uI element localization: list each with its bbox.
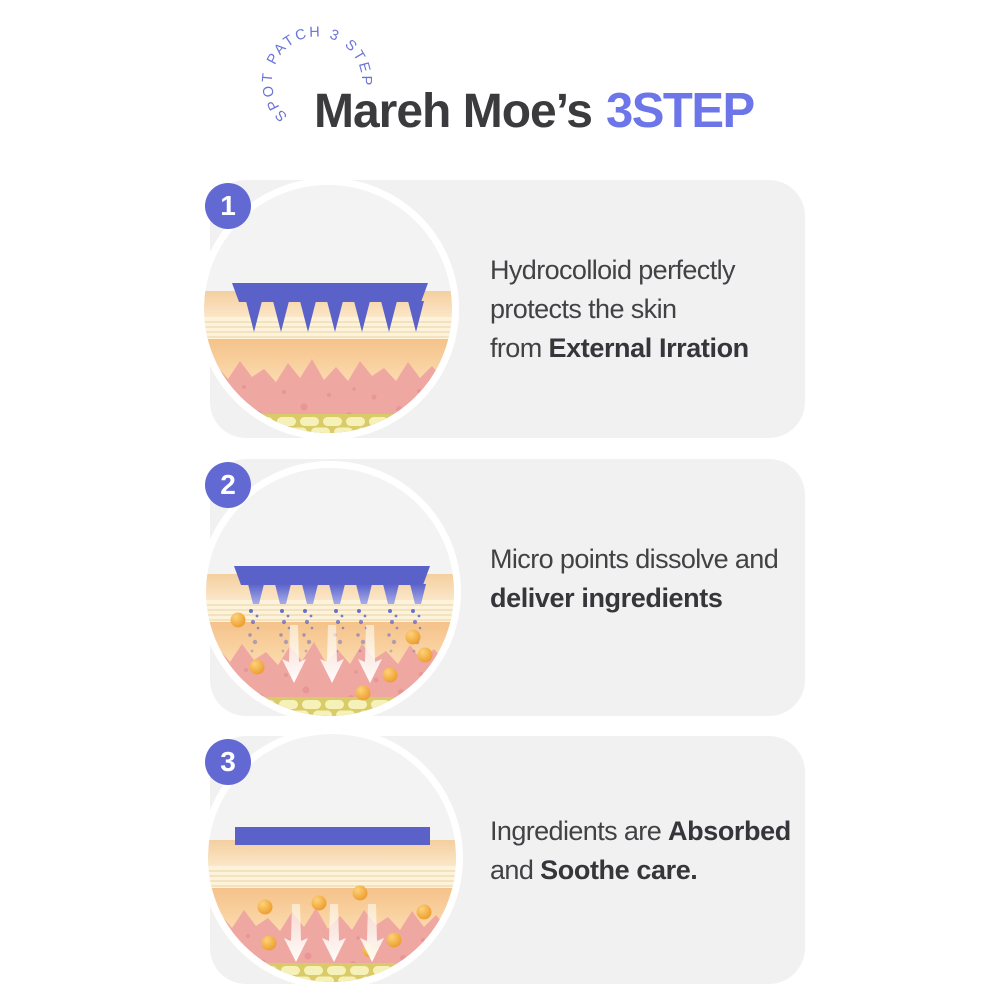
description-line: and Soothe care. (490, 851, 793, 890)
patch-bar (232, 283, 428, 302)
text-run: protects the skin (490, 293, 677, 324)
ingredient-bead (355, 685, 371, 701)
description-line: Ingredients are Absorbed (490, 812, 793, 851)
absorption-arrow-icon (358, 625, 382, 683)
dissolving-needle (410, 584, 426, 604)
ingredient-bead (382, 667, 398, 683)
micro-needle (246, 301, 262, 332)
micro-needle (354, 301, 370, 332)
dissolving-needle (302, 584, 318, 604)
step-card-3: 3 Ingredients are Absorbed and Soothe ca… (205, 734, 805, 984)
step-number-badge: 1 (205, 183, 251, 229)
step-number-badge: 3 (205, 739, 251, 785)
absorption-arrow-icon (282, 625, 306, 683)
ingredient-bead (416, 904, 432, 920)
arc-caption: SPOT PATCH 3 STEP (260, 24, 372, 124)
text-run-bold: External Irration (548, 332, 750, 363)
dissolving-needle (248, 584, 264, 604)
text-run-bold: Soothe care. (540, 855, 698, 885)
ingredient-bead (257, 899, 273, 915)
text-run: and (490, 855, 541, 885)
step-description: Micro points dissolve and deliver ingred… (490, 450, 793, 707)
step-card-1: 1 Hydrocolloid perfectly protects the sk… (204, 180, 805, 438)
step-description: Ingredients are Absorbed and Soothe care… (490, 727, 793, 975)
ingredient-bead (417, 647, 433, 663)
dissolving-needle (275, 584, 291, 604)
dissolving-needle (383, 584, 399, 604)
ingredient-bead (311, 895, 327, 911)
text-run: Hydrocolloid perfectly (490, 254, 736, 285)
absorption-arrow-icon (320, 625, 344, 683)
ingredient-bead (249, 659, 265, 675)
ingredient-bead (352, 885, 368, 901)
dissolving-needle (329, 584, 345, 604)
description-line: deliver ingredients (490, 579, 793, 618)
patch-bar (234, 566, 430, 585)
text-run: Micro points dissolve and (490, 543, 779, 574)
text-run: from (490, 332, 549, 363)
micro-needle (300, 301, 316, 332)
ingredient-bead (386, 932, 402, 948)
ingredient-bead (230, 612, 246, 628)
micro-needle (273, 301, 289, 332)
title-accent: 3STEP (605, 84, 755, 139)
micro-needle (408, 301, 424, 332)
absorption-arrow-icon (360, 904, 384, 962)
patch-bar (235, 827, 430, 845)
step-number-badge: 2 (205, 462, 251, 508)
text-run-bold: deliver ingredients (490, 582, 723, 613)
dissolving-needle (356, 584, 372, 604)
text-run: Ingredients are (490, 816, 669, 846)
description-line: Hydrocolloid perfectly (490, 251, 793, 290)
page-title: Mareh Moe’s 3STEP (314, 83, 755, 139)
description-line: from External Irration (490, 329, 793, 368)
absorption-arrow-icon (284, 904, 308, 962)
micro-needle (327, 301, 343, 332)
description-line: protects the skin (490, 290, 793, 329)
absorption-arrow-icon (322, 904, 346, 962)
step-card-2: 2 Micro points dissolve and deliver ingr… (205, 459, 805, 716)
step-number: 2 (220, 469, 236, 500)
skin-illustration-points-dissolving (206, 468, 454, 716)
description-line: Micro points dissolve and (490, 540, 793, 579)
epidermis-layer (208, 866, 456, 888)
ingredient-bead (261, 935, 277, 951)
step-number: 3 (220, 746, 236, 777)
ingredient-bead (405, 629, 421, 645)
skin-cross-section (206, 468, 454, 716)
micro-needle (381, 301, 397, 332)
step-number: 1 (220, 190, 236, 221)
brand-name: Mareh Moe’s (314, 85, 593, 139)
text-run-bold: Absorbed (668, 816, 791, 846)
step-description: Hydrocolloid perfectly protects the skin… (490, 180, 793, 438)
